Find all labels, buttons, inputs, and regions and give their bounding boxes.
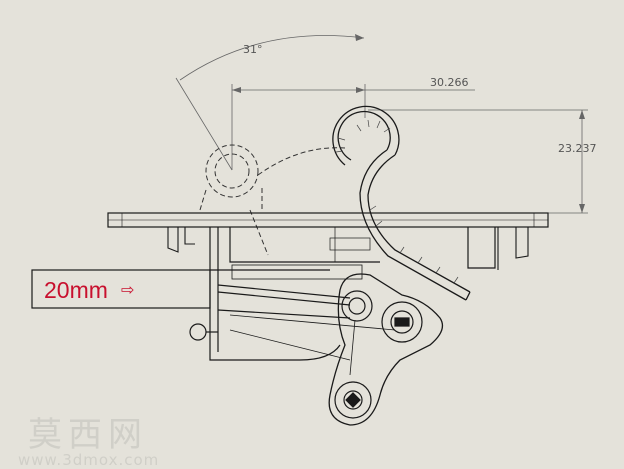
vertical-value: 23.237	[558, 142, 597, 155]
link-arm	[229, 273, 444, 426]
left-clip	[167, 227, 195, 253]
angle-dimension	[175, 34, 365, 171]
right-arrow-icon: ⇨	[121, 280, 134, 299]
hook-part	[332, 105, 471, 301]
phantom-hook	[199, 144, 346, 256]
right-clip	[497, 227, 529, 270]
vertical-dimension	[368, 109, 588, 214]
callout-label: 20mm	[44, 277, 108, 303]
horizontal-value: 30.266	[430, 76, 469, 89]
pivot-right	[381, 301, 423, 343]
pivot-lower	[334, 381, 372, 419]
push-rod	[31, 269, 351, 341]
pivot-upper	[341, 290, 373, 322]
displacement-callout: 20mm ⇨	[44, 277, 134, 303]
angle-arrowhead	[355, 34, 364, 41]
top-plate	[107, 212, 549, 228]
watermark-url: www.3dmox.com	[18, 451, 159, 469]
housing	[209, 227, 496, 361]
hook-hatching	[335, 119, 459, 284]
angle-arc	[179, 35, 365, 81]
angle-extension-line	[175, 77, 233, 171]
angle-value: 31°	[243, 43, 263, 56]
watermark-chinese: 莫西网	[28, 415, 148, 455]
horizontal-dimension	[231, 84, 475, 170]
